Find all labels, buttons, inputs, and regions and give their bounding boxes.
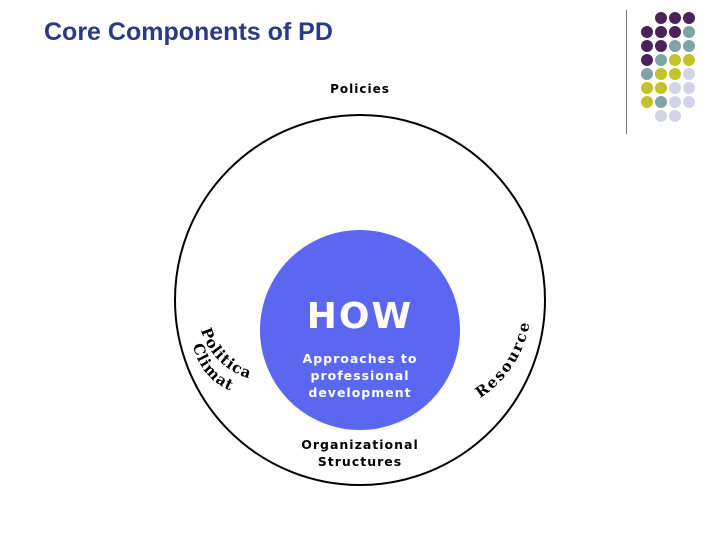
decorative-dot bbox=[683, 12, 695, 24]
decorative-dot bbox=[683, 26, 695, 38]
decorative-dot bbox=[641, 40, 653, 52]
decorative-dot bbox=[655, 82, 667, 94]
decorative-dot bbox=[641, 54, 653, 66]
decorative-dot bbox=[683, 96, 695, 108]
decorative-divider bbox=[626, 10, 627, 134]
organizational-structures-label: Organizational Structures bbox=[301, 437, 419, 469]
decorative-dot bbox=[655, 54, 667, 66]
decorative-dot bbox=[683, 82, 695, 94]
decorative-dot bbox=[669, 96, 681, 108]
decorative-dot bbox=[641, 26, 653, 38]
approaches-text: Approaches to professional development bbox=[302, 351, 418, 400]
political-climate-label-line1: Political bbox=[0, 0, 254, 382]
decorative-dot bbox=[669, 26, 681, 38]
decorative-dot bbox=[669, 68, 681, 80]
policies-label: Policies bbox=[330, 82, 390, 96]
decorative-dot bbox=[641, 96, 653, 108]
decorative-dot bbox=[655, 26, 667, 38]
decorative-dot bbox=[683, 68, 695, 80]
slide-title: Core Components of PD bbox=[44, 18, 333, 46]
decorative-dot bbox=[641, 68, 653, 80]
decorative-dot bbox=[669, 82, 681, 94]
how-heading: HOW bbox=[306, 296, 414, 337]
decorative-dot bbox=[655, 96, 667, 108]
decorative-dot bbox=[655, 68, 667, 80]
decorative-dot bbox=[669, 54, 681, 66]
decorative-dot bbox=[655, 110, 667, 122]
outer-circle bbox=[174, 114, 546, 486]
decorative-dot bbox=[683, 54, 695, 66]
decorative-dot bbox=[669, 40, 681, 52]
decorative-dot bbox=[683, 40, 695, 52]
decorative-dot bbox=[655, 40, 667, 52]
decorative-dot bbox=[655, 12, 667, 24]
decorative-dot bbox=[669, 110, 681, 122]
decorative-dot bbox=[669, 12, 681, 24]
center-circle bbox=[260, 230, 460, 430]
decorative-dot bbox=[641, 82, 653, 94]
